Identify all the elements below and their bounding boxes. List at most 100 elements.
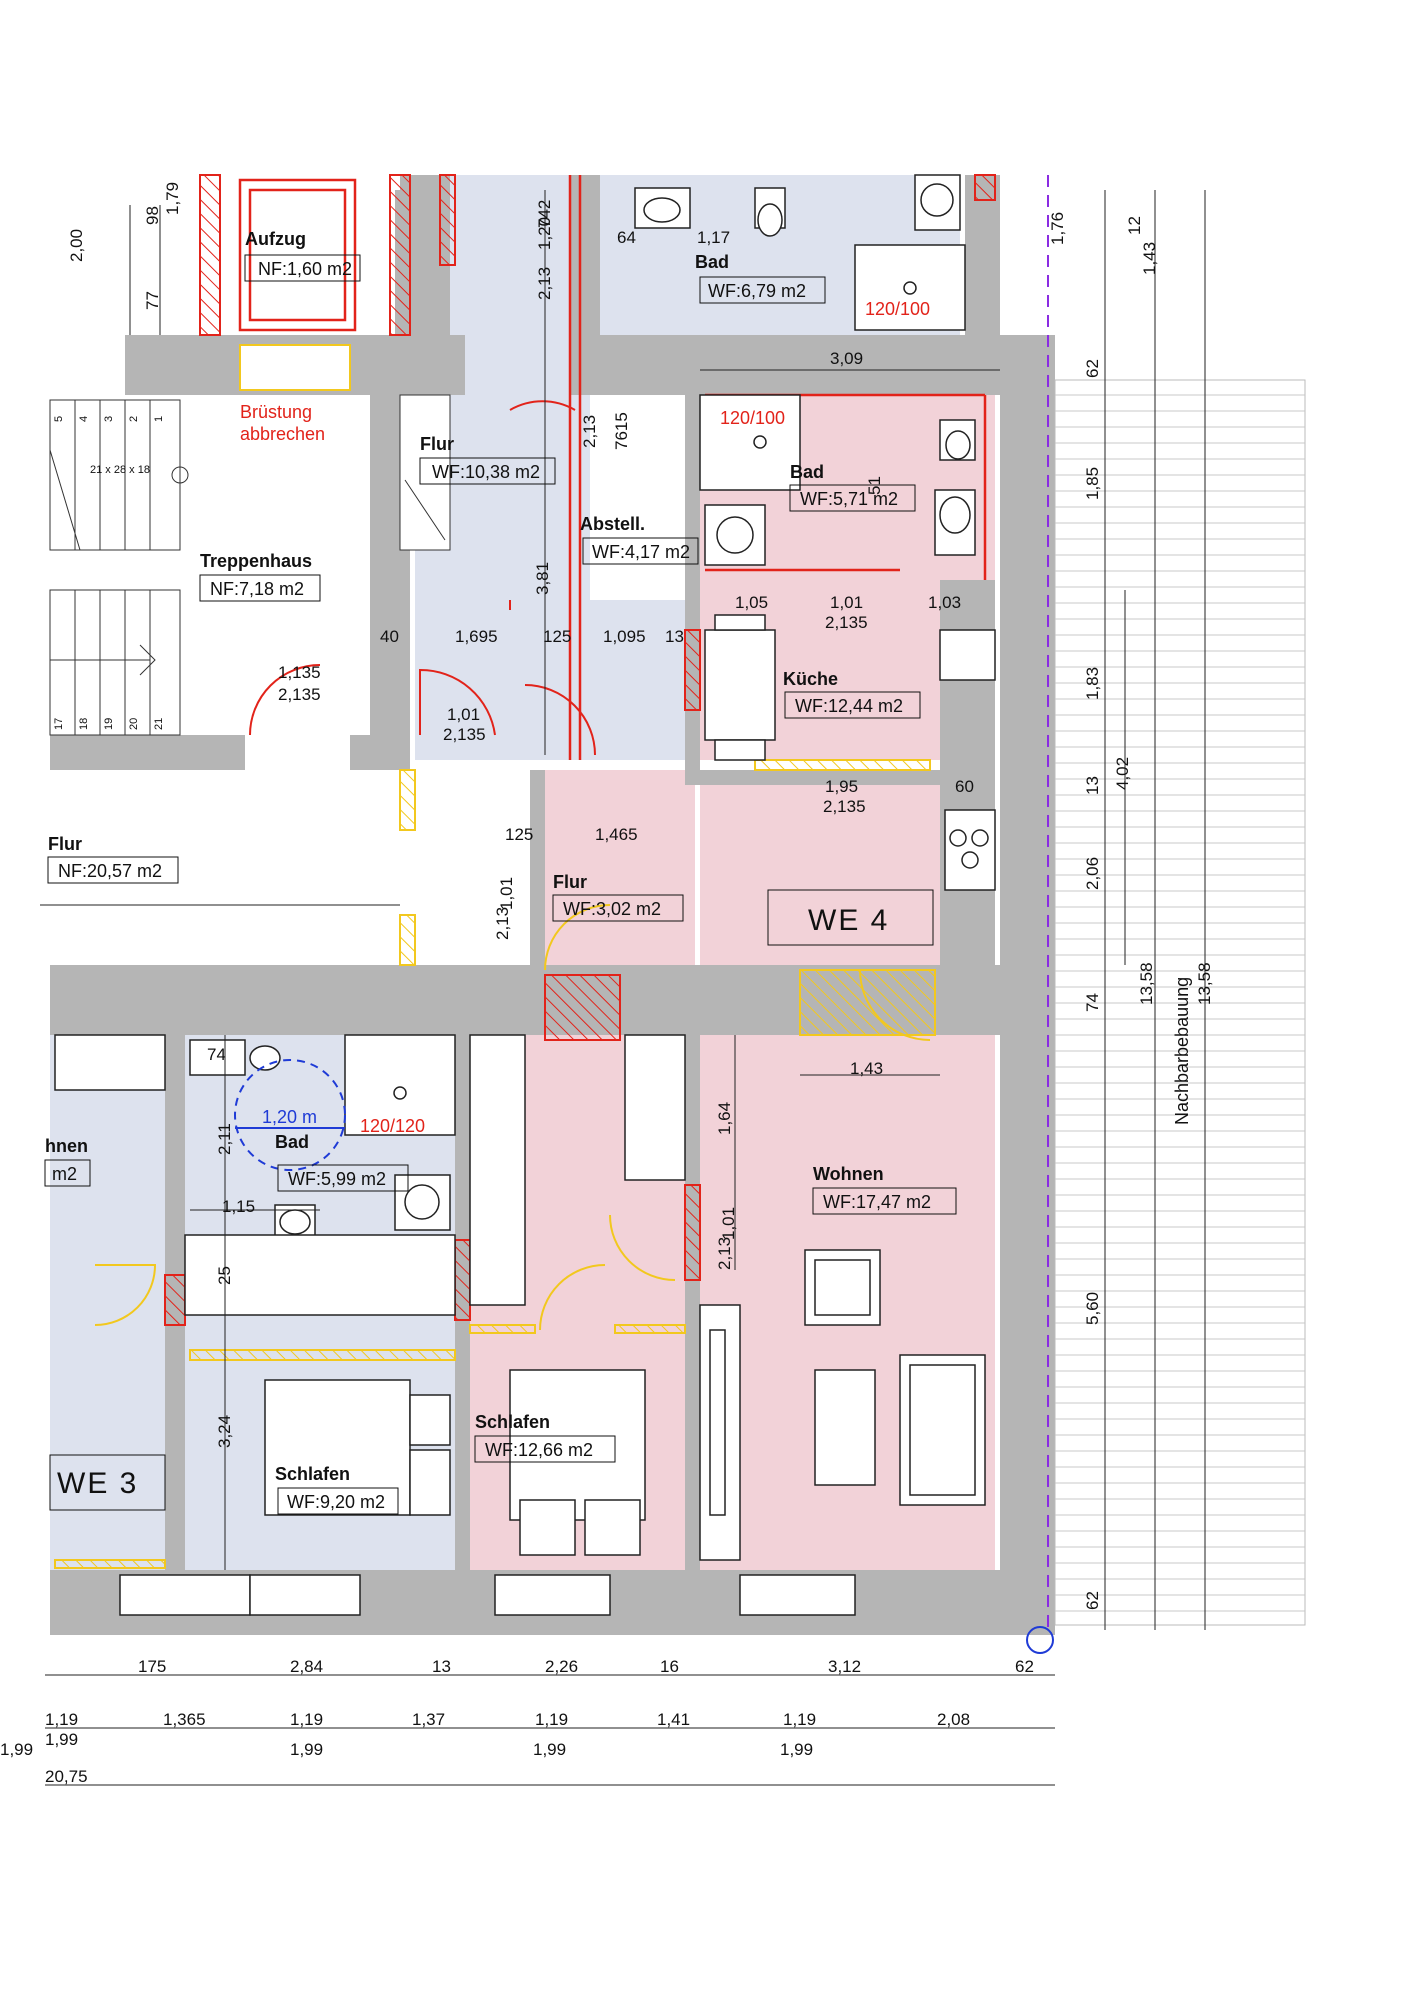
stair-number: 17: [53, 718, 65, 730]
doors-red: [249, 400, 596, 756]
dimension-value: 16: [660, 1657, 679, 1676]
turning-circle: [234, 1059, 346, 1171]
aufzug-title: Aufzug: [245, 229, 306, 249]
turning-circle-label: 1,20 m: [262, 1107, 317, 1127]
abstell-area: WF:4,17 m2: [592, 542, 690, 562]
dim: 62: [1083, 1591, 1102, 1610]
dimension-value: 1,41: [657, 1710, 690, 1729]
flur-top-area: WF:10,38 m2: [432, 462, 540, 482]
dim: 1,64: [715, 1102, 734, 1135]
dim: 2,13: [580, 415, 599, 448]
treppenhaus-title: Treppenhaus: [200, 551, 312, 571]
dim: 1,01: [447, 705, 480, 724]
dim: 125: [505, 825, 533, 844]
dim: 1,05: [735, 593, 768, 612]
stairs: [49, 394, 451, 736]
dimension-value: 1,99: [0, 1740, 33, 1759]
dim: 3,81: [533, 562, 552, 595]
dim: 2,00: [67, 229, 86, 262]
dim: 2,13: [493, 907, 512, 940]
dim: 2,135: [823, 797, 866, 816]
dim: 1,01: [497, 877, 516, 910]
dimension-value: 1,365: [163, 1710, 206, 1729]
bad-we3-shower: 120/120: [360, 1116, 425, 1136]
dim: 742: [535, 200, 554, 228]
dimension-texts: 2,00 98 1,79 77 64 1,17 2,13 1,20 742 1,…: [67, 182, 1214, 1610]
bad-we4-shower: 120/100: [720, 408, 785, 428]
dim: 1,76: [1048, 212, 1067, 245]
dim: 13: [1083, 776, 1102, 795]
bruestung-label: Brüstung: [240, 402, 312, 422]
stair-number: 5: [53, 416, 65, 422]
dim: 13,58: [1195, 962, 1214, 1005]
furniture: [54, 174, 996, 1561]
dimension-value: 2,26: [545, 1657, 578, 1676]
dim: 51: [865, 476, 884, 495]
nachbar-label: Nachbarbebauung: [1172, 977, 1192, 1125]
dimension-value: 1,99: [290, 1740, 323, 1759]
dim: 64: [617, 228, 636, 247]
dim: 13,58: [1137, 962, 1156, 1005]
dimension-value: 62: [1015, 1657, 1034, 1676]
dim: 1,695: [455, 627, 498, 646]
dim: 13: [665, 627, 684, 646]
total-dimension: 20,75: [45, 1767, 88, 1786]
walls: [50, 175, 1055, 1635]
removed-parts: [54, 344, 936, 1569]
dimension-value: 1,99: [780, 1740, 813, 1759]
dimension-value: 1,19: [535, 1710, 568, 1729]
dim: 1,095: [603, 627, 646, 646]
dim: 2,11: [215, 1123, 234, 1155]
dim: 1,135: [278, 663, 321, 682]
stair-number: 19: [103, 718, 115, 730]
dim: 77: [143, 291, 162, 310]
dim: 2,13: [535, 267, 554, 300]
flur-we4-area: WF:3,02 m2: [563, 899, 661, 919]
dim: 2,06: [1083, 857, 1102, 890]
room-labels: Aufzug NF:1,60 m2 Bad WF:6,79 m2 120/100…: [44, 229, 1192, 1515]
dim: 1,17: [697, 228, 730, 247]
aufzug-area: NF:1,60 m2: [258, 259, 352, 279]
abbrechen-label: abbrechen: [240, 424, 325, 444]
stair-number: 2: [128, 416, 140, 422]
dimension-value: 1,99: [533, 1740, 566, 1759]
dimension-value: 175: [138, 1657, 166, 1676]
dim: 1,15: [222, 1197, 255, 1216]
flur-left-title: Flur: [48, 834, 82, 854]
dim: 2,135: [443, 725, 486, 744]
wohnen-we3-title: hnen: [45, 1136, 88, 1156]
bad-top-shower: 120/100: [865, 299, 930, 319]
dimension-value: 2,08: [937, 1710, 970, 1729]
schlafen-we3-title: Schlafen: [275, 1464, 350, 1484]
dim: 1,43: [850, 1059, 883, 1078]
dim: 74: [207, 1045, 226, 1064]
stairs-spec: 21 x 28 x 18: [90, 464, 150, 476]
we4-label: WE 4: [808, 904, 889, 937]
stair-number: 1: [153, 416, 165, 422]
wohnen-we4-area: WF:17,47 m2: [823, 1192, 931, 1212]
dim: 12: [1125, 216, 1144, 235]
dimension-value: 3,12: [828, 1657, 861, 1676]
dim: 125: [543, 627, 571, 646]
wohnen-we4-title: Wohnen: [813, 1164, 884, 1184]
dimension-value: 1,19: [45, 1710, 78, 1729]
stair-number: 3: [103, 416, 115, 422]
flur-top-title: Flur: [420, 434, 454, 454]
kueche-title: Küche: [783, 669, 838, 689]
bad-we4-title: Bad: [790, 462, 824, 482]
flur-left-area: NF:20,57 m2: [58, 861, 162, 881]
abstell-title: Abstell.: [580, 514, 645, 534]
dim: 25: [215, 1266, 234, 1285]
dim: 1,83: [1083, 667, 1102, 700]
dim: 60: [955, 777, 974, 796]
neighbour-lines: [1055, 394, 1305, 1612]
schlafen-we3-area: WF:9,20 m2: [287, 1492, 385, 1512]
dim: 3,24: [215, 1415, 234, 1448]
dim: 2,135: [278, 685, 321, 704]
dim: 1,465: [595, 825, 638, 844]
bad-we3-area: WF:5,99 m2: [288, 1169, 386, 1189]
dim: 62: [1083, 359, 1102, 378]
dimension-value: 1,19: [290, 1710, 323, 1729]
